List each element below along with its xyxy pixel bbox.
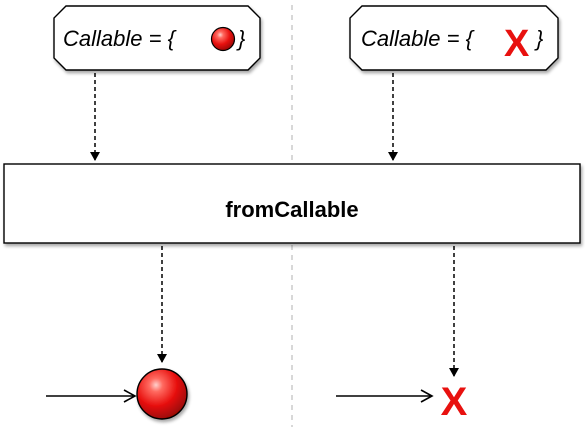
left-result-item-ball: [136, 368, 188, 420]
left-callable-item-ball: [210, 26, 236, 52]
left-callable-box: [53, 5, 261, 71]
right-callable-prefix: Callable = {: [361, 26, 475, 51]
left-callable-suffix: }: [236, 26, 246, 51]
operator-box: [3, 163, 581, 244]
right-callable-box: [349, 5, 559, 71]
left-callable-prefix: Callable = {: [63, 26, 177, 51]
operator-label: fromCallable: [225, 197, 358, 222]
right-callable-suffix: }: [534, 26, 544, 51]
right-callable-error-icon: X: [504, 23, 530, 65]
right-result-error-icon: X: [441, 380, 468, 424]
